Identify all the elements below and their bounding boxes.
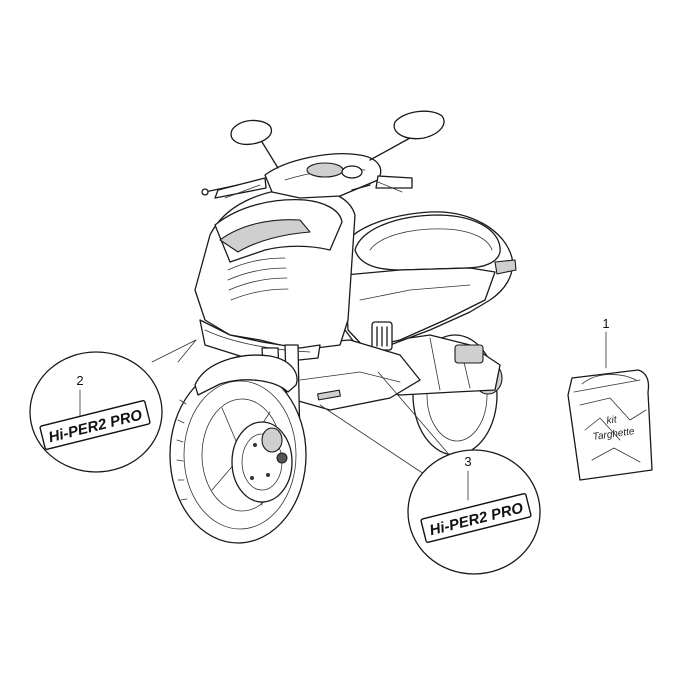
callout-number-1: 1 [602,316,609,331]
headlight [219,219,311,253]
leader-line-3a [319,404,431,479]
leader-line-2a [151,339,197,363]
leader-line-3b [377,371,453,459]
leader-line-2b [177,339,197,363]
scooter-illustration [169,110,517,544]
callout-number-2: 2 [76,373,83,388]
kit-bag: kit Targhette [567,369,653,481]
callout-number-3: 3 [464,454,471,469]
callout-3: 3 Hi-PER2 PRO [319,371,541,575]
right-mirror [369,110,445,161]
callout-2: 2 Hi-PER2 PRO [29,339,197,473]
callout-1: 1 kit Targhette [567,316,653,481]
front-intake [227,257,289,301]
left-mirror [230,119,279,169]
side-vent [371,321,393,351]
front-fender [194,354,298,396]
seat [354,214,501,271]
kit-label-line-1: kit [606,414,619,426]
handlebar [201,153,413,199]
front-wheel [169,366,307,544]
